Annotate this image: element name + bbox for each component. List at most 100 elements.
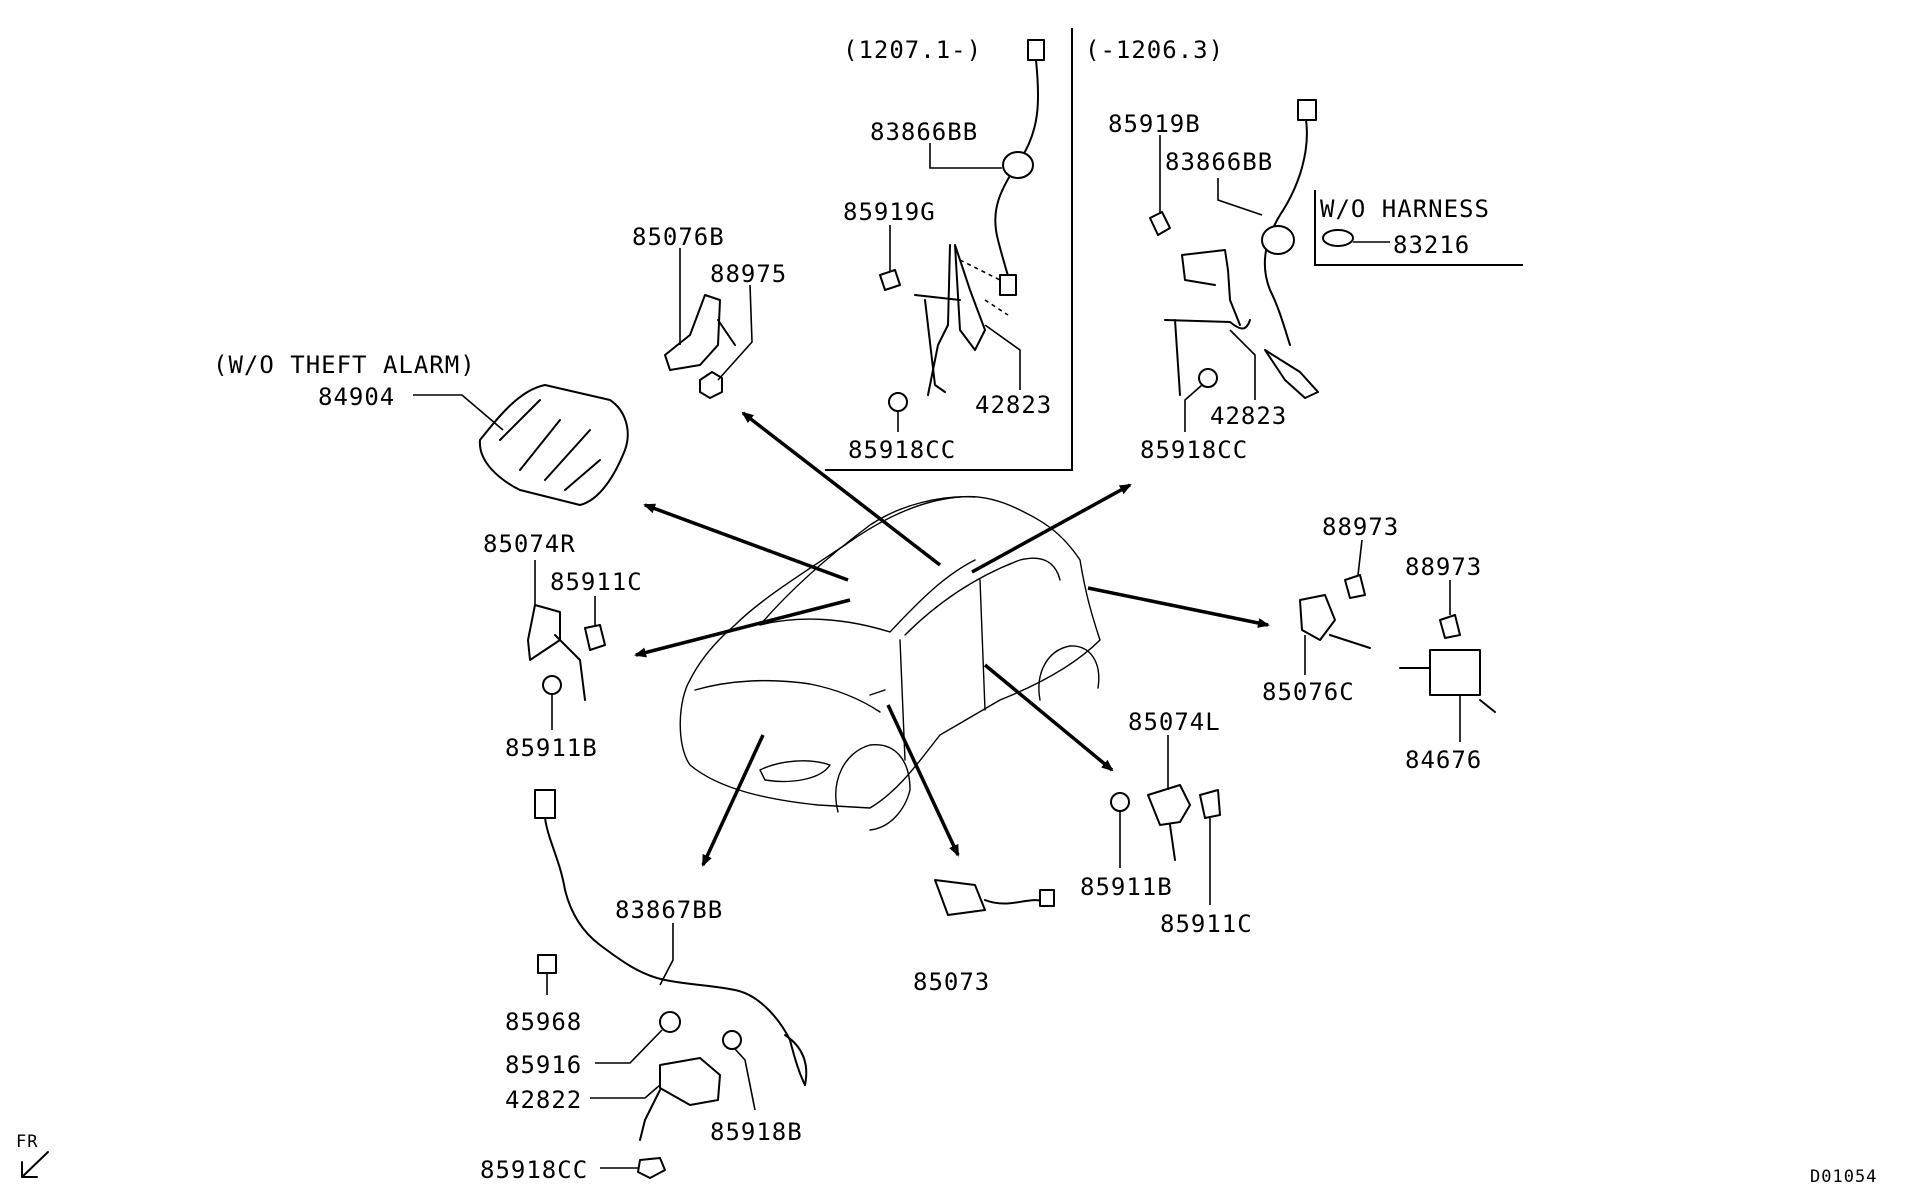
diagram-code: D01054 xyxy=(1810,1167,1877,1187)
part-label-88973-a: 88973 xyxy=(1322,513,1399,541)
part-label-85968: 85968 xyxy=(505,1008,582,1036)
frame-1207-box xyxy=(825,28,1073,471)
car-body xyxy=(679,495,1101,809)
part-label-42823-a: 42823 xyxy=(975,391,1052,419)
part-label-85074R: 85074R xyxy=(483,530,576,558)
nut-85918CC-c xyxy=(637,1157,666,1179)
car-roof xyxy=(759,496,976,626)
leader-85918CC-b xyxy=(1184,384,1203,432)
sensor-42823-b-arm xyxy=(1164,319,1251,396)
part-label-83866BB-a: 83866BB xyxy=(870,118,978,146)
switch-85073-group xyxy=(934,879,1055,916)
part-label-85916: 85916 xyxy=(505,1051,582,1079)
sensor-42822 xyxy=(639,1057,721,1141)
bracket-85074R xyxy=(527,604,586,701)
module-84904-detail xyxy=(499,399,601,491)
part-label-88973-b: 88973 xyxy=(1405,553,1482,581)
leader-lines xyxy=(413,135,1461,1169)
variant-frame-lines xyxy=(825,28,1523,471)
car-door-handle xyxy=(869,689,886,696)
bolt-88973-a xyxy=(1344,574,1366,599)
part-number-labels: 83866BB 85919G 42823 85918CC 85919B 8386… xyxy=(318,110,1482,1184)
module-84904-group xyxy=(478,384,629,506)
height-sensor-rear-1206 xyxy=(1149,99,1354,399)
label-wo-theft-alarm: (W/O THEFT ALARM) xyxy=(213,351,476,379)
label-variant-1206: (-1206.3) xyxy=(1085,36,1224,64)
leader-88973-a xyxy=(1357,539,1363,576)
bolt-88973-b xyxy=(1439,614,1461,639)
sensor-42823-b-connector xyxy=(1264,349,1319,399)
part-label-85076B: 85076B xyxy=(632,223,725,251)
arrow-to-height-sensor-rear xyxy=(971,483,1132,574)
connector-83866BB-b xyxy=(1297,99,1317,121)
bracket-85076B-group xyxy=(664,294,736,399)
leader-85918B xyxy=(734,1048,756,1111)
leader-88975 xyxy=(717,284,753,381)
bracket-85074L-group xyxy=(1110,784,1221,861)
connector-83867BB-top xyxy=(534,789,556,819)
part-label-85911B-a: 85911B xyxy=(505,734,598,762)
nut-85911B-b xyxy=(1110,792,1130,812)
leader-83867BB xyxy=(659,923,674,986)
leader-83866BB-a xyxy=(929,143,1002,169)
arrow-to-85074R xyxy=(634,598,851,658)
part-label-83866BB-b: 83866BB xyxy=(1165,148,1273,176)
part-label-88975: 88975 xyxy=(710,260,787,288)
rear-module-group xyxy=(1299,574,1496,713)
part-label-85918CC-c: 85918CC xyxy=(480,1156,588,1184)
nut-85911B-a xyxy=(542,675,562,695)
part-label-85911B-b: 85911B xyxy=(1080,873,1173,901)
front-direction-arrow-icon xyxy=(21,1151,49,1178)
height-sensor-front-1207 xyxy=(879,39,1045,412)
connector-83866BB-a-lower xyxy=(999,274,1017,296)
module-84904 xyxy=(478,384,629,506)
arrow-to-83867BB xyxy=(701,734,765,867)
label-wo-harness: W/O HARNESS xyxy=(1320,195,1490,223)
car-side-window xyxy=(904,557,1061,636)
grommet-83866BB-a xyxy=(1002,151,1034,179)
nut-85918CC-b xyxy=(1198,368,1218,388)
frame-wo-harness-box xyxy=(1314,190,1523,266)
part-label-42823-b: 42823 xyxy=(1210,402,1287,430)
sensor-arm-42823-a xyxy=(924,299,946,393)
clip-85968 xyxy=(537,954,557,974)
bolt-85919G xyxy=(879,269,901,291)
nut-88975 xyxy=(699,371,723,399)
nut-85918B xyxy=(722,1030,742,1050)
leader-42823-b xyxy=(1229,329,1256,400)
car-front-grille xyxy=(759,760,831,783)
part-label-83216: 83216 xyxy=(1393,231,1470,259)
part-label-85076C: 85076C xyxy=(1262,678,1355,706)
arrow-to-84904 xyxy=(643,503,849,582)
harness-83867BB xyxy=(544,817,806,1086)
bracket-85076C xyxy=(1299,594,1371,649)
bolt-85919B xyxy=(1149,211,1171,236)
part-label-84904: 84904 xyxy=(318,383,395,411)
grommet-83866BB-b xyxy=(1261,225,1295,255)
orientation-indicator: FR xyxy=(16,1132,49,1178)
part-label-85073: 85073 xyxy=(913,968,990,996)
harness-83867BB-group xyxy=(534,789,808,1179)
bracket-85074L xyxy=(1147,784,1191,861)
pointer-arrows xyxy=(634,411,1270,867)
harness-83866BB-a xyxy=(994,59,1040,291)
part-label-85918CC-a: 85918CC xyxy=(848,436,956,464)
car-front-wheel xyxy=(835,744,911,831)
part-label-85911C-b: 85911C xyxy=(1160,910,1253,938)
clip-85911C-b xyxy=(1199,789,1221,819)
leader-85916 xyxy=(595,1029,663,1064)
part-label-85911C-a: 85911C xyxy=(550,568,643,596)
bracket-85074R-group xyxy=(527,604,606,701)
vehicle-outline xyxy=(679,495,1101,831)
switch-85073-wire xyxy=(984,899,1046,905)
label-variant-1207: (1207.1-) xyxy=(843,36,982,64)
car-rear-wheel xyxy=(1038,645,1100,701)
leader-42822 xyxy=(590,1084,661,1099)
nut-85918CC-a xyxy=(888,392,908,412)
car-windshield xyxy=(759,559,976,633)
module-84676-wire xyxy=(1399,667,1496,713)
arrow-to-85076C xyxy=(1087,586,1270,628)
sensor-42823-b-bracket xyxy=(1181,249,1241,326)
part-label-85919G: 85919G xyxy=(843,198,936,226)
